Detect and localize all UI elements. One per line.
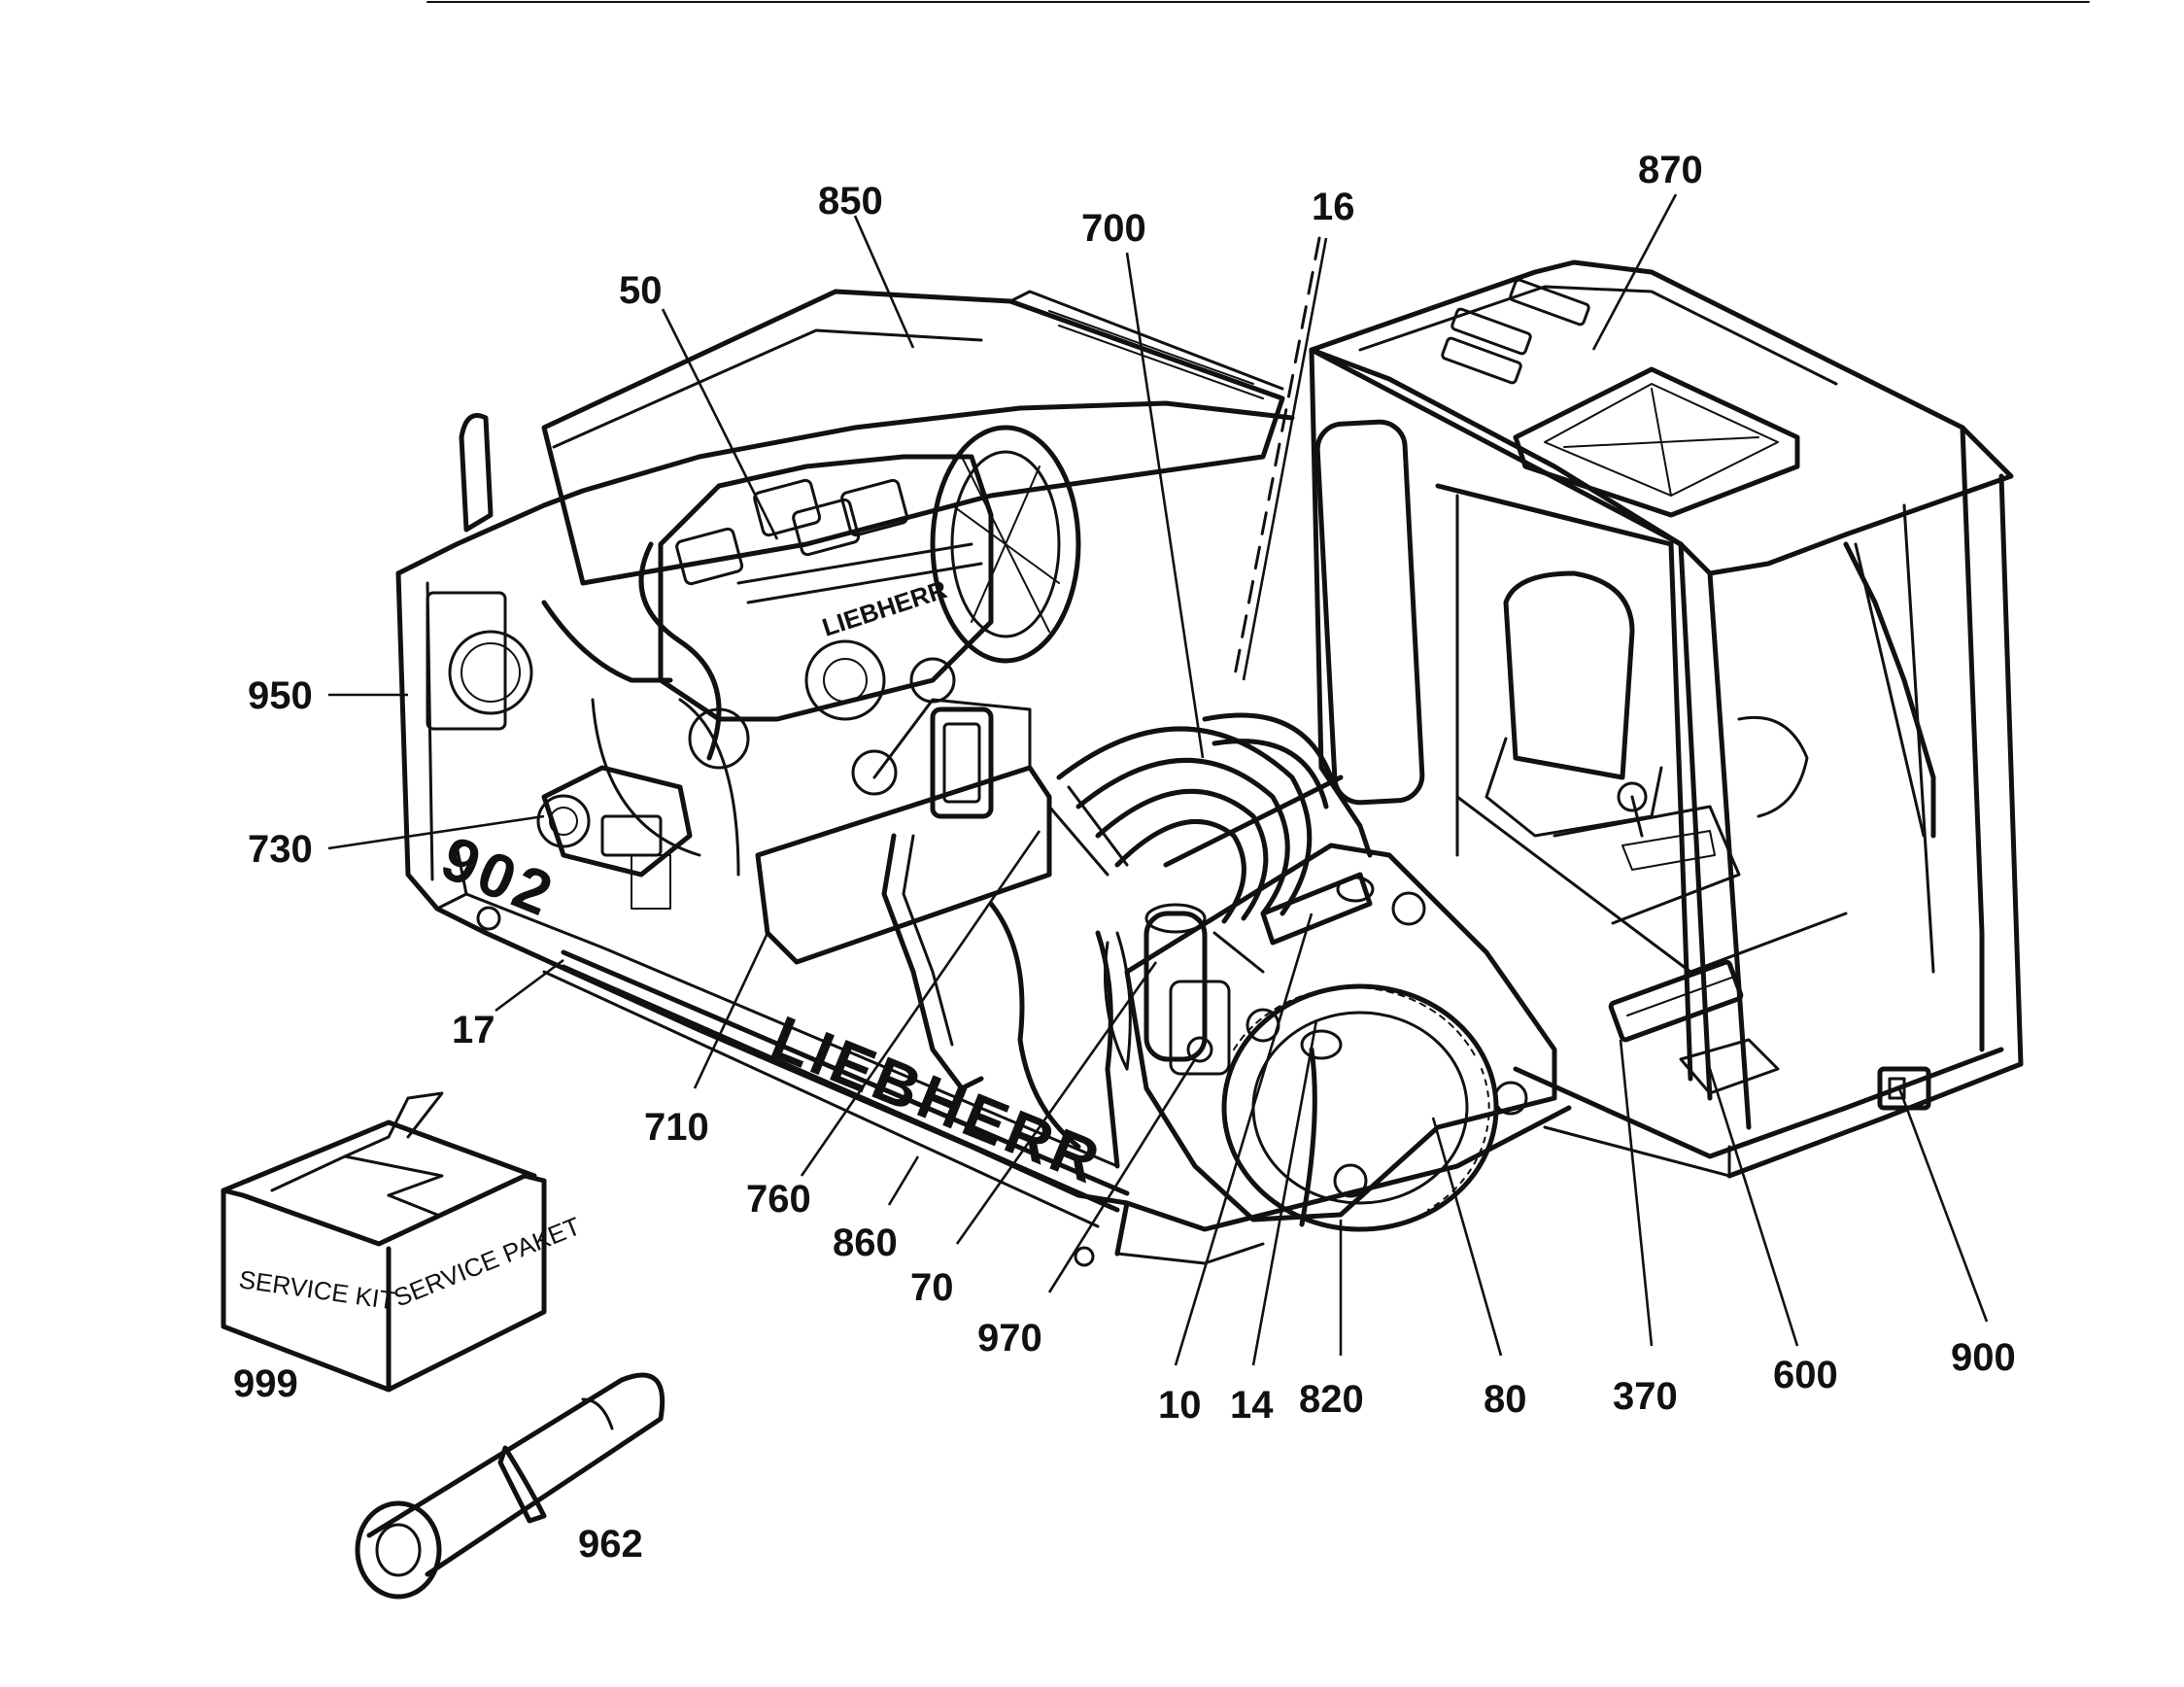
callout-80: 80 <box>1484 1378 1527 1421</box>
callout-14: 14 <box>1230 1384 1274 1427</box>
callout-10: 10 <box>1158 1384 1202 1427</box>
service-kit-box: SERVICE KIT SERVICE PAKET <box>221 1091 585 1393</box>
callout-870: 870 <box>1638 149 1703 191</box>
callout-700: 700 <box>1081 207 1146 250</box>
uppercarriage-housing <box>395 289 2024 1267</box>
callout-labels: 850 700 16 870 50 950 730 17 710 760 860… <box>233 149 2016 1566</box>
rolled-documents <box>355 1372 665 1600</box>
operator-cab <box>1232 236 2024 1130</box>
callout-16: 16 <box>1312 186 1355 228</box>
callout-70: 70 <box>910 1266 954 1309</box>
hydraulic-pump <box>536 765 693 878</box>
leader-lines <box>327 193 1989 1366</box>
callout-999: 999 <box>233 1362 298 1405</box>
callout-17: 17 <box>452 1009 495 1051</box>
callout-860: 860 <box>833 1222 898 1264</box>
service-kit-front-label: SERVICE KIT <box>237 1264 396 1315</box>
callout-730: 730 <box>248 828 313 871</box>
callout-962: 962 <box>578 1523 643 1566</box>
engine-brand-label: LIEBHERR <box>819 574 951 642</box>
hose-bundle <box>1047 712 1344 924</box>
swing-assembly <box>1104 843 1557 1232</box>
callout-900: 900 <box>1951 1336 2016 1379</box>
callout-760: 760 <box>746 1178 811 1221</box>
callout-50: 50 <box>619 269 663 312</box>
callout-600: 600 <box>1773 1354 1838 1396</box>
callout-970: 970 <box>977 1317 1042 1360</box>
callout-850: 850 <box>818 180 883 223</box>
callout-710: 710 <box>644 1106 709 1149</box>
callout-950: 950 <box>248 674 313 717</box>
callout-820: 820 <box>1299 1378 1364 1421</box>
hydraulic-lines <box>881 833 1132 1169</box>
callout-370: 370 <box>1613 1375 1678 1418</box>
